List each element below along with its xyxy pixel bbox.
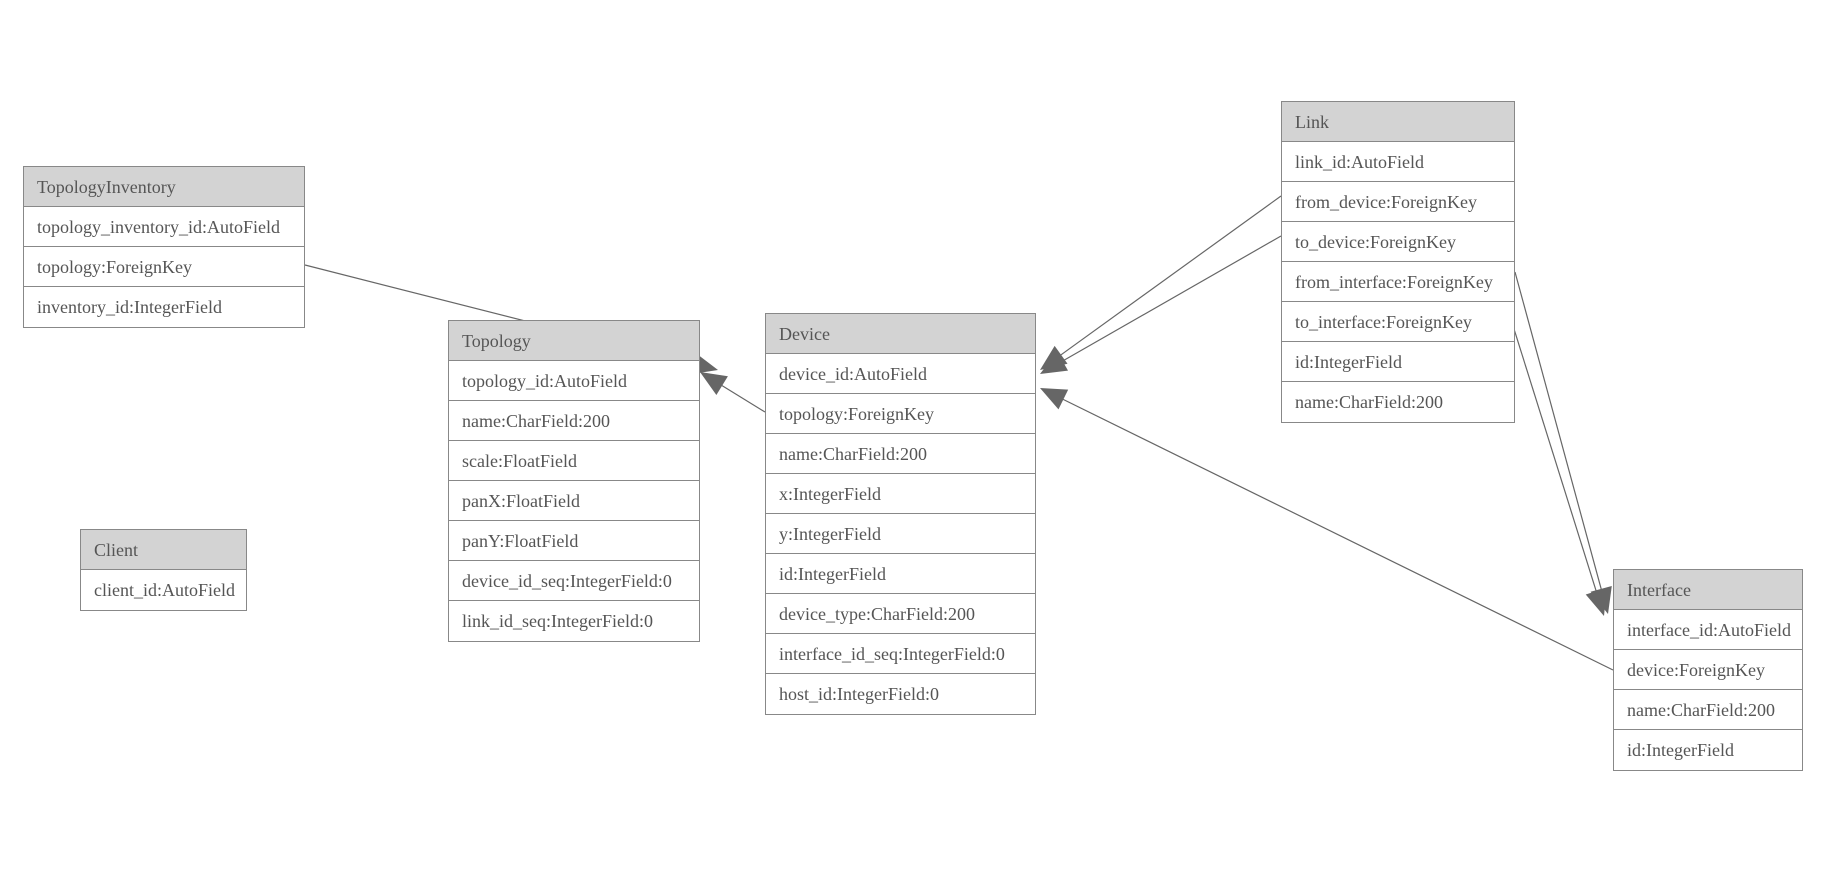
relationship-line bbox=[1059, 397, 1614, 671]
relationship-arrowhead bbox=[1590, 586, 1612, 614]
attribute-row: id:IntegerField bbox=[1614, 730, 1802, 770]
attribute-row: to_device:ForeignKey bbox=[1282, 222, 1514, 262]
attribute-row: name:CharField:200 bbox=[1282, 382, 1514, 422]
attribute-row: id:IntegerField bbox=[766, 554, 1035, 594]
relationship-line bbox=[1508, 312, 1598, 596]
attribute-row: client_id:AutoField bbox=[81, 570, 246, 610]
entity-title-interface: Interface bbox=[1614, 570, 1802, 610]
attribute-row: device_id_seq:IntegerField:0 bbox=[449, 561, 699, 601]
rel-link-fromdevice-device bbox=[1040, 195, 1282, 370]
attribute-row: id:IntegerField bbox=[1282, 342, 1514, 382]
attribute-row: device_id:AutoField bbox=[766, 354, 1035, 394]
attribute-row: name:CharField:200 bbox=[766, 434, 1035, 474]
attribute-row: name:CharField:200 bbox=[449, 401, 699, 441]
rel-link-tointerface-interface bbox=[1508, 312, 1607, 616]
rel-device-topology bbox=[700, 372, 766, 413]
attribute-row: topology:ForeignKey bbox=[24, 247, 304, 287]
attribute-row: device:ForeignKey bbox=[1614, 650, 1802, 690]
attribute-row: topology_id:AutoField bbox=[449, 361, 699, 401]
entity-title-topology: Topology bbox=[449, 321, 699, 361]
attribute-row: interface_id:AutoField bbox=[1614, 610, 1802, 650]
attribute-row: device_type:CharField:200 bbox=[766, 594, 1035, 634]
relationship-arrowhead bbox=[1585, 587, 1607, 616]
relationship-arrowhead bbox=[1040, 345, 1068, 370]
entity-title-link: Link bbox=[1282, 102, 1514, 142]
attribute-row: scale:FloatField bbox=[449, 441, 699, 481]
attribute-row: from_device:ForeignKey bbox=[1282, 182, 1514, 222]
attribute-row: y:IntegerField bbox=[766, 514, 1035, 554]
relationship-arrowhead bbox=[1040, 351, 1069, 374]
attribute-row: panY:FloatField bbox=[449, 521, 699, 561]
attribute-row: host_id:IntegerField:0 bbox=[766, 674, 1035, 714]
attribute-row: topology_inventory_id:AutoField bbox=[24, 207, 304, 247]
attribute-row: name:CharField:200 bbox=[1614, 690, 1802, 730]
attribute-row: from_interface:ForeignKey bbox=[1282, 262, 1514, 302]
relationship-arrowhead bbox=[700, 372, 728, 395]
attribute-row: to_interface:ForeignKey bbox=[1282, 302, 1514, 342]
rel-link-frominterface-interface bbox=[1514, 271, 1612, 614]
attribute-row: link_id_seq:IntegerField:0 bbox=[449, 601, 699, 641]
attribute-row: interface_id_seq:IntegerField:0 bbox=[766, 634, 1035, 674]
relationship-line bbox=[718, 383, 766, 413]
attribute-row: panX:FloatField bbox=[449, 481, 699, 521]
attribute-row: inventory_id:IntegerField bbox=[24, 287, 304, 327]
relationship-line bbox=[1057, 195, 1282, 358]
attribute-row: x:IntegerField bbox=[766, 474, 1035, 514]
rel-interface-device-device bbox=[1040, 388, 1614, 671]
relationship-line bbox=[1058, 235, 1282, 364]
rel-link-todevice-device bbox=[1040, 235, 1282, 374]
relationship-line bbox=[1514, 271, 1603, 593]
attribute-row: link_id:AutoField bbox=[1282, 142, 1514, 182]
entity-title-topology_inventory: TopologyInventory bbox=[24, 167, 304, 207]
entity-title-device: Device bbox=[766, 314, 1035, 354]
relationship-arrowhead bbox=[1040, 388, 1069, 410]
attribute-row: topology:ForeignKey bbox=[766, 394, 1035, 434]
entity-title-client: Client bbox=[81, 530, 246, 570]
